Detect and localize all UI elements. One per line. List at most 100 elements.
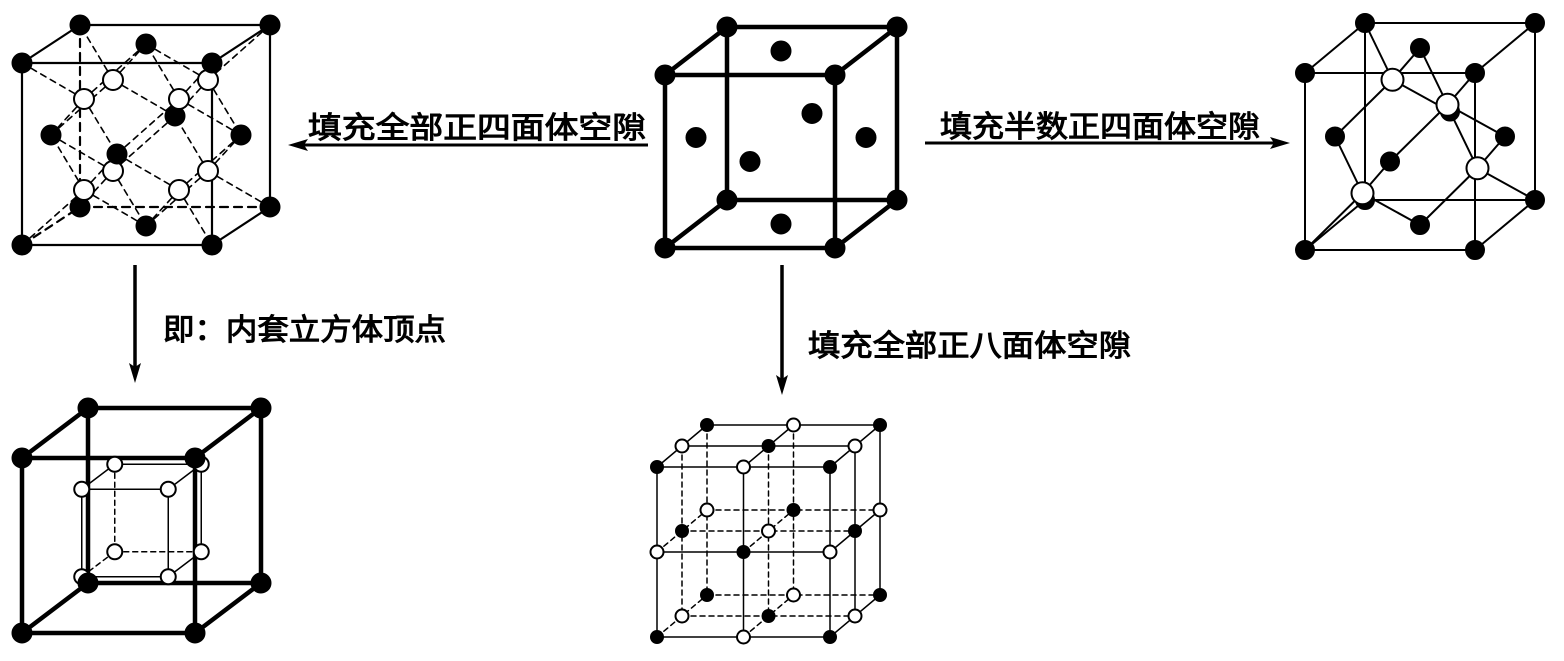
corner-atom bbox=[1295, 63, 1315, 83]
inner-cube-atom bbox=[159, 568, 177, 586]
corner-atom bbox=[77, 572, 99, 594]
lattice-atom bbox=[848, 524, 862, 538]
corner-atom bbox=[1525, 13, 1545, 33]
tetrahedron-bond bbox=[1419, 167, 1479, 226]
corner-atom bbox=[184, 447, 206, 469]
octahedral-void-atom bbox=[761, 523, 776, 539]
lattice-atom bbox=[873, 588, 887, 602]
tetrahedron-bond bbox=[174, 79, 209, 117]
arrow-down-center bbox=[776, 265, 788, 395]
cell-edge bbox=[832, 197, 900, 251]
all-tetrahedral-voids-cell bbox=[11, 14, 281, 256]
face-center-atom bbox=[770, 40, 792, 62]
corner-atom bbox=[654, 64, 676, 86]
cell-edge bbox=[832, 24, 900, 78]
corner-atom bbox=[259, 14, 281, 36]
lattice-atom bbox=[650, 630, 664, 644]
corner-atom bbox=[77, 397, 99, 419]
tetrahedron-bond bbox=[207, 170, 271, 208]
octahedral-void-atom bbox=[822, 544, 838, 560]
lattice-atom bbox=[700, 418, 714, 432]
tetrahedral-void-atom bbox=[73, 179, 95, 201]
tetrahedron-bond bbox=[145, 189, 180, 227]
cell-edge bbox=[192, 580, 264, 636]
tetrahedral-void-atom bbox=[1435, 92, 1460, 117]
lattice-atom bbox=[761, 439, 776, 453]
corner-atom bbox=[259, 196, 281, 218]
tetrahedron-bond bbox=[83, 189, 147, 227]
inner-cube-atom bbox=[192, 543, 210, 561]
corner-atom bbox=[11, 234, 33, 256]
cell-hidden-edge bbox=[19, 580, 91, 636]
tetrahedron-bond bbox=[112, 79, 176, 117]
corner-atom bbox=[11, 52, 33, 74]
arrow-right bbox=[925, 137, 1290, 149]
cell-edge bbox=[1474, 199, 1536, 251]
face-center-atom bbox=[135, 33, 157, 55]
cell-hidden-edge bbox=[662, 197, 730, 251]
corner-atom bbox=[1355, 13, 1375, 33]
cell-edge bbox=[210, 23, 272, 65]
corner-atom bbox=[1525, 190, 1545, 210]
cell-edge bbox=[1304, 22, 1366, 74]
corner-atom bbox=[716, 189, 738, 211]
octahedral-void-atom bbox=[736, 459, 751, 475]
corner-atom bbox=[201, 52, 223, 74]
corner-atom bbox=[11, 447, 33, 469]
cell-hidden-edge bbox=[20, 205, 82, 247]
face-center-atom bbox=[685, 127, 707, 148]
tetrahedron-bond bbox=[207, 134, 242, 172]
lattice-atom bbox=[650, 460, 664, 474]
tetrahedron-bond bbox=[116, 153, 180, 191]
label-fill-all-tetrahedral: 填充全部正四面体空隙 bbox=[308, 111, 646, 146]
octahedral-void-atom bbox=[786, 417, 801, 433]
tetrahedral-void-atom bbox=[1380, 67, 1405, 92]
octahedral-void-atom bbox=[674, 608, 690, 624]
tetrahedral-void-atom bbox=[73, 88, 95, 110]
tetrahedron-bond bbox=[178, 98, 242, 136]
arrow-left-head bbox=[288, 139, 308, 151]
corner-atom bbox=[824, 64, 846, 86]
face-center-atom bbox=[1495, 126, 1515, 147]
corner-atom bbox=[886, 189, 908, 211]
face-center-atom bbox=[1410, 215, 1430, 235]
lattice-atom bbox=[700, 588, 714, 602]
face-center-atom bbox=[739, 151, 761, 172]
lattice-atom bbox=[823, 460, 837, 474]
inner-cube-atom bbox=[106, 543, 124, 561]
face-center-atom bbox=[855, 127, 877, 148]
tetrahedron-bond bbox=[50, 134, 114, 172]
arrow-right-head bbox=[1270, 137, 1290, 149]
inner-cube-atom bbox=[73, 480, 91, 498]
tetrahedron-bond bbox=[50, 79, 114, 136]
inner-cube-atom bbox=[106, 455, 124, 473]
label-fill-all-octahedral: 填充全部正八面体空隙 bbox=[808, 329, 1131, 364]
face-center-atom bbox=[801, 103, 823, 124]
lattice-atom bbox=[675, 524, 689, 538]
half-tetrahedral-voids-cell bbox=[1295, 13, 1545, 260]
corner-atom bbox=[1295, 240, 1315, 260]
lattice-atom bbox=[873, 418, 887, 432]
tetrahedron-bond bbox=[145, 170, 209, 227]
tetrahedron-bond bbox=[1389, 103, 1449, 163]
tetrahedron-bond bbox=[178, 134, 242, 191]
arrow-down-left-head bbox=[129, 363, 141, 383]
octahedral-void-atom bbox=[736, 629, 751, 645]
corner-atom bbox=[716, 16, 738, 38]
tetrahedron-bond bbox=[79, 170, 114, 208]
tetrahedral-void-atom bbox=[102, 69, 124, 91]
cell-edge bbox=[192, 405, 264, 461]
label-inner-cube-vertices: 即：内套立方体顶点 bbox=[163, 313, 446, 348]
cell-edge bbox=[210, 205, 272, 247]
tetrahedron-bond bbox=[21, 62, 85, 100]
tetrahedron-bond bbox=[1334, 78, 1394, 138]
inner-cube-hidden-edge bbox=[81, 551, 116, 578]
tetrahedral-void-atom bbox=[1465, 156, 1490, 181]
tetrahedral-void-atom bbox=[168, 88, 190, 110]
octahedral-void-atom bbox=[847, 608, 863, 624]
inner-cube-atom bbox=[159, 480, 177, 498]
corner-atom bbox=[824, 237, 846, 259]
octahedral-void-atom bbox=[847, 438, 863, 454]
lattice-atom bbox=[736, 545, 751, 559]
